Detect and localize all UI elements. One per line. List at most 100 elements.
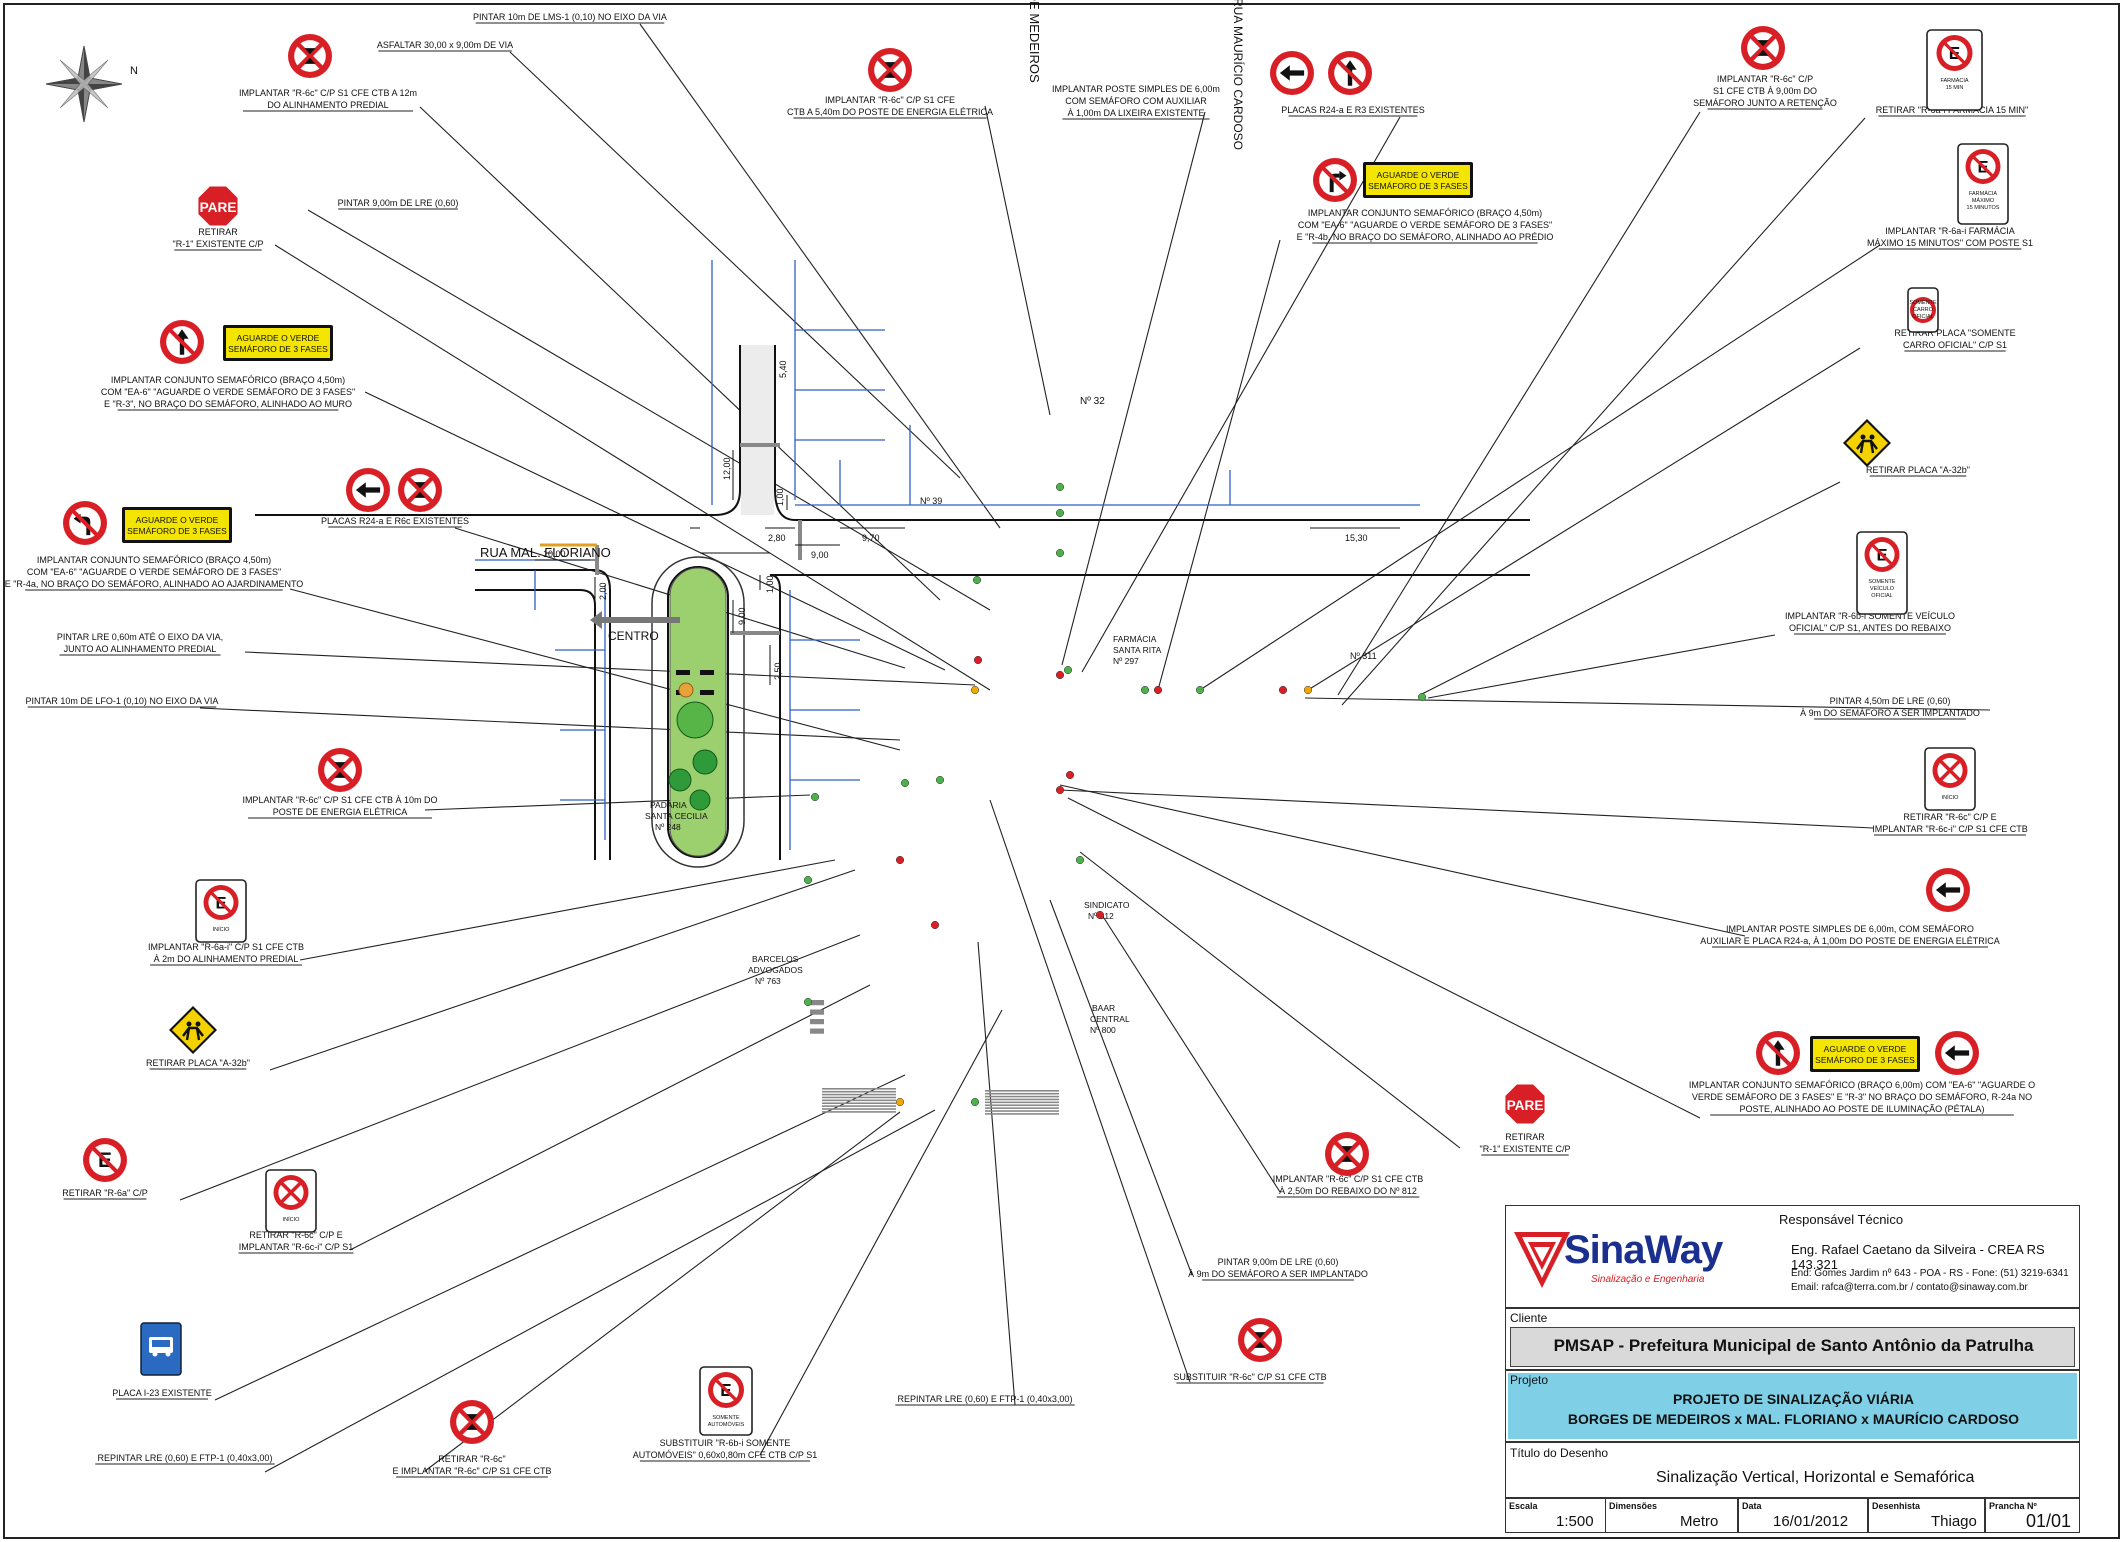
svg-text:IMPLANTAR "R-6c-i" C/P S1: IMPLANTAR "R-6c-i" C/P S1 [239, 1242, 354, 1252]
svg-text:SANTA CECILIA: SANTA CECILIA [645, 811, 708, 821]
sign-marker-24 [895, 1097, 905, 1107]
leader-line-30 [349, 984, 871, 1251]
building-sindicato: SINDICATO Nº 812 [1084, 900, 1130, 921]
sign-marker-3 [972, 575, 982, 585]
sign-marker-11 [1278, 685, 1288, 695]
svg-text:RETIRAR PLACA "A-32b": RETIRAR PLACA "A-32b" [146, 1058, 250, 1068]
desenhista-label: Desenhista [1872, 1501, 1921, 1511]
callout-c25: IMPLANTAR POSTE SIMPLES DE 6,00m, COM SE… [1700, 924, 2000, 948]
svg-text:Nº 248: Nº 248 [655, 822, 681, 832]
sign-marker-14 [810, 792, 820, 802]
leader-line-13 [1307, 347, 1861, 691]
callout-c19: PINTAR LRE 0,60m ATÉ O EIXO DA VIA,JUNTO… [57, 632, 223, 656]
somente-automoveis-sign-icon: ESOMENTEAUTOMÓVEIS [699, 1366, 753, 1436]
no-right-turn-sign-icon [1313, 158, 1357, 202]
svg-text:AUXILIAR E PLACA R24-a, À 1,00: AUXILIAR E PLACA R24-a, À 1,00m DO POSTE… [1700, 936, 2000, 946]
inicio-no-parking-sign-icon: INÍCIO [1924, 747, 1976, 811]
svg-text:PINTAR 9,00m DE LRE (0,60): PINTAR 9,00m DE LRE (0,60) [338, 198, 459, 208]
svg-text:À 9m DO SEMÁFORO A SER IMPLANT: À 9m DO SEMÁFORO A SER IMPLANTADO [1800, 708, 1980, 718]
svg-text:SOMENTE: SOMENTE [712, 1415, 740, 1421]
callout-c01: PINTAR 10m DE LMS-1 (0,10) NO EIXO DA VI… [473, 12, 667, 24]
svg-text:SUBSTITUIR "R-6b-i SOMENTE: SUBSTITUIR "R-6b-i SOMENTE [660, 1438, 791, 1448]
desenhista-value: Thiago [1931, 1513, 1977, 1530]
no-straight-sign-icon [1756, 1031, 1800, 1075]
cliente-label: Cliente [1510, 1311, 1548, 1325]
svg-text:DO ALINHAMENTO PREDIAL: DO ALINHAMENTO PREDIAL [267, 100, 388, 110]
callout-c22: IMPLANTAR "R-6c" C/P S1 CFE CTB À 10m DO… [242, 795, 438, 819]
callout-c09: RETIRAR "R-1" EXISTENTE C/P [173, 227, 264, 251]
svg-text:COM "EA-6" "AGUARDE O VERDE SE: COM "EA-6" "AGUARDE O VERDE SEMÁFORO DE … [101, 387, 355, 397]
logo-tagline: Sinalização e Engenharia [1591, 1274, 1705, 1285]
leader-line-34 [977, 941, 1016, 1406]
street-borges: AV. BORGES DE MEDEIROS [1027, 0, 1042, 83]
farmacia-15min-sign-icon: EFARMÁCIA15 MIN [1926, 29, 1983, 111]
pedestrian-crossings [810, 1000, 1059, 1115]
callout-c18: IMPLANTAR "R-6b-i SOMENTE VEÍCULOOFICIAL… [1785, 611, 1955, 635]
svg-text:RETIRAR: RETIRAR [198, 227, 238, 237]
svg-text:SINDICATO: SINDICATO [1084, 900, 1130, 910]
svg-text:E "R-3", NO BRAÇO DO SEMÁFORO,: E "R-3", NO BRAÇO DO SEMÁFORO, ALINHADO … [104, 399, 352, 409]
svg-text:RETIRAR PLACA "SOMENTE: RETIRAR PLACA "SOMENTE [1894, 328, 2015, 338]
callout-c17: IMPLANTAR CONJUNTO SEMAFÓRICO (BRAÇO 4,5… [5, 555, 303, 591]
sign-marker-12 [1303, 685, 1313, 695]
projeto-line-1: PROJETO DE SINALIZAÇÃO VIÁRIA [1673, 1391, 1914, 1407]
sign-marker-16 [895, 855, 905, 865]
dimension-lines [535, 360, 1400, 685]
dimensoes-value: Metro [1680, 1513, 1719, 1530]
svg-text:À 2m DO ALINHAMENTO PREDIAL: À 2m DO ALINHAMENTO PREDIAL [154, 954, 299, 964]
leader-line-7 [1341, 117, 1866, 706]
svg-text:FARMÁCIA: FARMÁCIA [1113, 634, 1157, 644]
svg-text:E IMPLANTAR "R-6c" C/P S1 CFE: E IMPLANTAR "R-6c" C/P S1 CFE CTB [392, 1466, 551, 1476]
dim-9-00-a: 9,00 [811, 550, 829, 560]
data-cell: Data 16/01/2012 [1738, 1498, 1868, 1533]
leader-line-19 [199, 707, 901, 741]
dim-2-50: 2,50 [773, 662, 783, 680]
building-farmacia: FARMÁCIA SANTA RITA Nº 297 [1113, 634, 1162, 666]
no-parking-sign-icon [868, 48, 912, 92]
street-mauricio-cardoso: RUA MAURÍCIO CARDOSO [1231, 0, 1246, 150]
callout-c32: PINTAR 9,00m DE LRE (0,60)À 9m DO SEMÁFO… [1188, 1257, 1368, 1281]
sign-marker-26 [930, 920, 940, 930]
property-lines [475, 260, 1420, 850]
svg-text:PARE: PARE [200, 200, 237, 215]
paving-area [741, 345, 774, 515]
svg-text:MÁXIMO 15 MINUTOS" COM POSTE S: MÁXIMO 15 MINUTOS" COM POSTE S1 [1867, 238, 2033, 248]
building-n311: Nº 311 [1350, 651, 1377, 661]
leader-line-36 [759, 1009, 1003, 1456]
left-turn-sign-icon [1926, 868, 1970, 912]
cliente-box: Cliente PMSAP - Prefeitura Municipal de … [1505, 1308, 2080, 1370]
svg-text:BAAR: BAAR [1092, 1003, 1115, 1013]
callout-c20: PINTAR 10m DE LFO-1 (0,10) NO EIXO DA VI… [26, 696, 219, 708]
svg-text:RETIRAR "R-6c": RETIRAR "R-6c" [438, 1454, 505, 1464]
svg-text:PLACA I-23 EXISTENTE: PLACA I-23 EXISTENTE [112, 1388, 212, 1398]
projeto-label: Projeto [1510, 1373, 1549, 1387]
responsavel-box: Responsável Técnico SinaWay Sinalização … [1505, 1205, 2080, 1308]
svg-text:"R-1" EXISTENTE C/P: "R-1" EXISTENTE C/P [173, 239, 264, 249]
north-label: N [130, 65, 138, 77]
no-parking-e-sign-icon: E [83, 1138, 127, 1182]
svg-text:COM "EA-6" "AGUARDE O VERDE SE: COM "EA-6" "AGUARDE O VERDE SEMÁFORO DE … [1298, 220, 1552, 230]
svg-text:IMPLANTAR "R-6c" C/P S1 CFE CT: IMPLANTAR "R-6c" C/P S1 CFE CTB A 12m [239, 88, 417, 98]
sign-marker-1 [1055, 508, 1065, 518]
titulo-box: Título do Desenho Sinalização Vertical, … [1505, 1442, 2080, 1498]
leader-line-0 [639, 23, 1001, 529]
sign-marker-13 [1417, 692, 1427, 702]
svg-text:PINTAR 10m DE LFO-1 (0,10) NO: PINTAR 10m DE LFO-1 (0,10) NO EIXO DA VI… [26, 696, 219, 706]
svg-text:REPINTAR LRE (0,60) E FTP-1 (0: REPINTAR LRE (0,60) E FTP-1 (0,40x3,00) [898, 1394, 1073, 1404]
svg-text:Nº 800: Nº 800 [1090, 1025, 1116, 1035]
callout-c02: ASFALTAR 30,00 x 9,00m DE VIA [377, 40, 513, 52]
leader-line-23 [299, 859, 836, 961]
callout-c03: IMPLANTAR "R-6c" C/P S1 CFE CTB A 12m DO … [239, 88, 417, 112]
svg-text:POSTE, ALINHADO AO POSTE DE IL: POSTE, ALINHADO AO POSTE DE ILUMINAÇÃO (… [1740, 1104, 1985, 1114]
leader-line-32 [989, 799, 1191, 1383]
callout-c10: PINTAR 9,00m DE LRE (0,60) [338, 198, 459, 210]
leader-line-25 [269, 869, 856, 1071]
direction-label: CENTRO [608, 629, 659, 643]
crosswalk-stripe-borges [810, 1000, 824, 1034]
leader-line-24 [1059, 784, 1746, 937]
svg-text:IMPLANTAR "R-6c" C/P: IMPLANTAR "R-6c" C/P [1717, 74, 1813, 84]
